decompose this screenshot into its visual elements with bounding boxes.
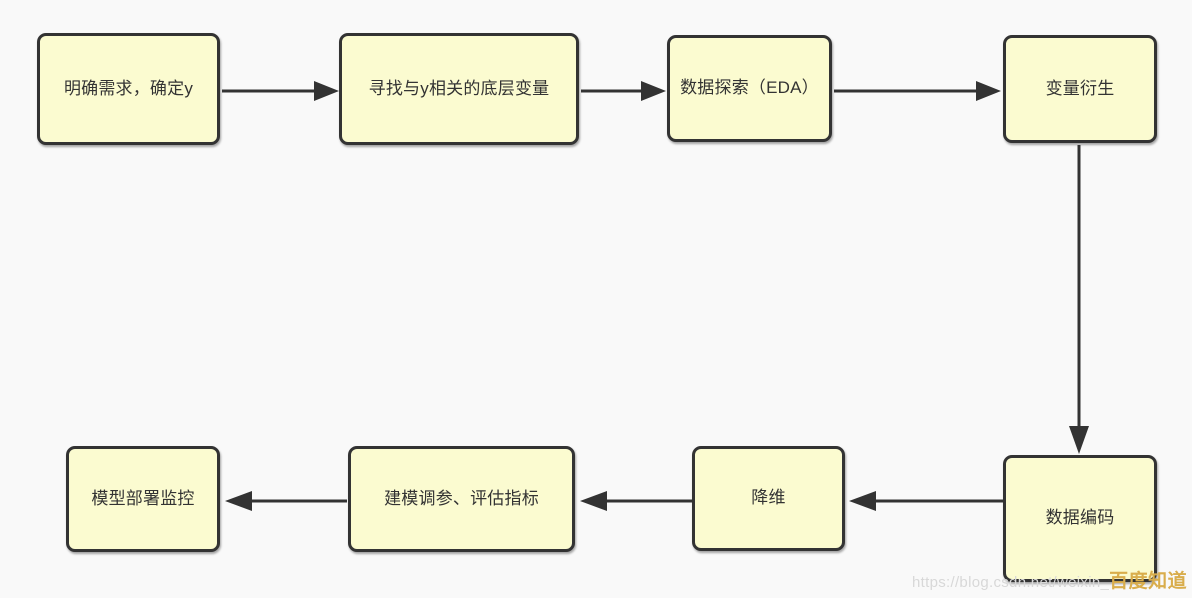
flow-node-4[interactable]: 变量衍生 xyxy=(1003,35,1157,143)
arrow-right-node3-to-node4 xyxy=(834,81,1001,101)
flow-node-label: 寻找与y相关的底层变量 xyxy=(368,78,550,98)
flow-node-label: 明确需求，确定y xyxy=(63,78,194,98)
watermark: https://blog.csdn.net/weixin_ 百度知道 xyxy=(912,566,1187,593)
flow-node-label: 降维 xyxy=(751,488,786,508)
flow-node-label: 数据探索（EDA） xyxy=(680,78,819,98)
arrow-left-node7-to-node6 xyxy=(580,491,692,511)
flow-node-3[interactable]: 数据探索（EDA） xyxy=(667,35,832,142)
flow-node-8[interactable]: 数据编码 xyxy=(1003,455,1157,582)
arrow-left-node8-to-node7 xyxy=(849,491,1003,511)
flow-node-label: 数据编码 xyxy=(1045,508,1115,528)
watermark-url: https://blog.csdn.net/weixin_ xyxy=(912,574,1110,591)
flow-node-label: 建模调参、评估指标 xyxy=(384,488,539,508)
flow-node-6[interactable]: 建模调参、评估指标 xyxy=(348,446,575,552)
arrow-left-node6-to-node5 xyxy=(225,491,347,511)
flow-node-7[interactable]: 降维 xyxy=(692,446,845,551)
arrow-down-node4-to-node8 xyxy=(1069,145,1089,454)
flow-node-5[interactable]: 模型部署监控 xyxy=(66,446,220,552)
watermark-brand: 百度知道 xyxy=(1109,571,1188,592)
flow-node-label: 模型部署监控 xyxy=(91,488,195,508)
arrow-right-node1-to-node2 xyxy=(222,81,339,101)
flow-node-1[interactable]: 明确需求，确定y xyxy=(37,33,220,145)
arrow-right-node2-to-node3 xyxy=(581,81,666,101)
flow-node-label: 变量衍生 xyxy=(1045,78,1115,98)
flow-node-2[interactable]: 寻找与y相关的底层变量 xyxy=(339,33,579,145)
